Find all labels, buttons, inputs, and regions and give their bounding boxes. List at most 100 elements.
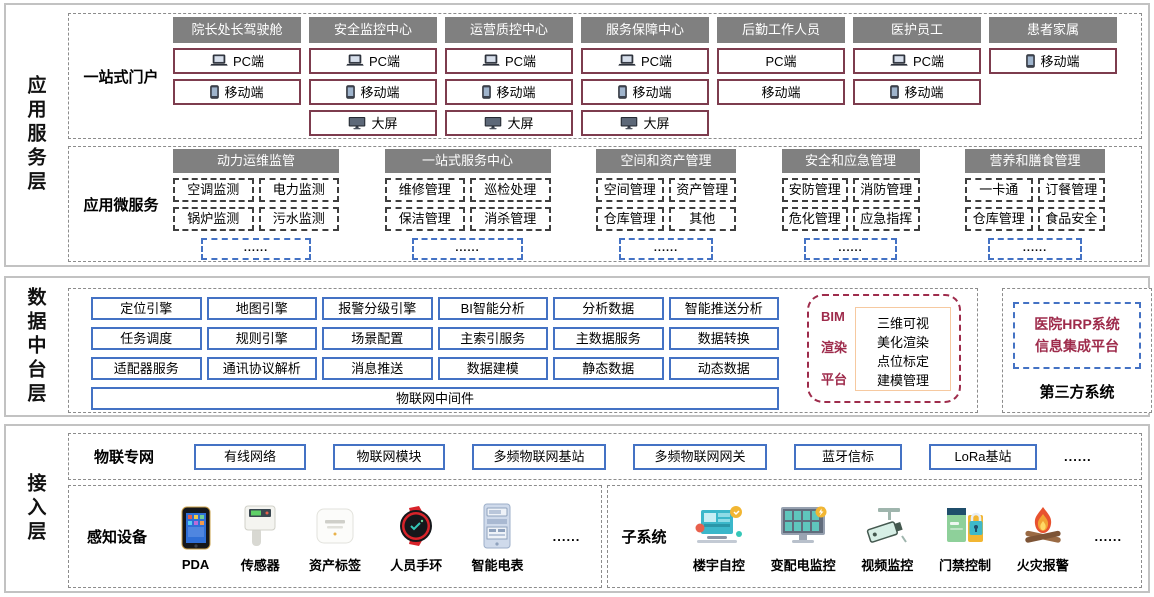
device-label: PDA <box>181 556 210 572</box>
portal-endpoint-label: 移动端 <box>1040 54 1080 69</box>
third-party-system-label: 第三方系统 <box>1039 383 1115 401</box>
portal-endpoint-label: 移动端 <box>360 85 400 100</box>
portal-endpoint-box: 移动端 <box>445 78 573 105</box>
portal-column-title: 服务保障中心 <box>581 16 709 43</box>
portal-endpoint-label: 大屏 <box>371 116 398 131</box>
portal-endpoint-label: PC端 <box>912 54 945 69</box>
portal-column-title: 安全监控中心 <box>309 16 437 43</box>
phone-icon <box>482 84 492 99</box>
portal-column: 医护员工 PC端移动端 <box>853 16 981 105</box>
network-item-box: 物联网模块 <box>333 443 445 470</box>
phone-icon <box>210 84 220 99</box>
phone-icon <box>618 84 628 99</box>
network-item-box: 多频物联网网关 <box>633 443 767 470</box>
portal-endpoint-label: 大屏 <box>507 116 534 131</box>
portal-endpoint-box: 移动端 <box>581 78 709 105</box>
bim-platform-items: 三维可视美化渲染点位标定建模管理 <box>855 306 951 391</box>
sensor-icon <box>242 500 278 552</box>
portal-column: 患者家属移动端 <box>989 16 1117 74</box>
device-label: 智能电表 <box>471 557 524 573</box>
data-service-box: 动态数据 <box>668 357 779 380</box>
data-service-box: 消息推送 <box>322 357 433 380</box>
application-microservices-label: 应用微服务 <box>83 196 159 214</box>
portal-endpoint-box: 移动端 <box>989 47 1117 74</box>
portal-endpoint-label: 移动端 <box>761 85 801 100</box>
hospital-hrp-integration-box: 医院HRP系统信息集成平台 <box>1013 302 1141 369</box>
ellipsis-box: ...... <box>412 237 523 260</box>
device-item: 楼宇自控 <box>693 500 745 574</box>
data-service-box: 定位引擎 <box>91 297 202 320</box>
hrp-system-line: 信息集成平台 <box>1035 338 1119 355</box>
portal-column-title: 医护员工 <box>853 16 981 43</box>
data-service-box: BI智能分析 <box>437 297 548 320</box>
microservice-item-grid: 空间管理资产管理仓库管理其他 <box>596 177 736 231</box>
portal-endpoint-box: PC端 <box>717 47 845 74</box>
microservice-item: 维修管理 <box>384 177 465 202</box>
portal-endpoint-label: 移动端 <box>904 85 944 100</box>
portal-endpoint-box: PC端 <box>581 47 709 74</box>
microservice-item: 消杀管理 <box>470 206 551 231</box>
data-service-box: 智能推送分析 <box>668 297 779 320</box>
device-label: 楼宇自控 <box>692 557 745 573</box>
bim-item: 三维可视 <box>877 315 930 331</box>
microservice-item-grid: 安防管理消防管理危化管理应急指挥 <box>781 177 920 231</box>
cctv-camera-icon <box>862 500 912 552</box>
application-microservices-panel: 应用微服务 动力运维监管空调监测电力监测锅炉监测污水监测......一站式服务中… <box>68 146 1142 262</box>
data-service-box: 适配器服务 <box>91 357 202 380</box>
microservice-groups: 动力运维监管空调监测电力监测锅炉监测污水监测......一站式服务中心维修管理巡… <box>173 148 1141 260</box>
data-service-box: 地图引擎 <box>206 297 317 320</box>
power-distribution-icon <box>777 500 829 552</box>
phone-icon <box>346 84 356 99</box>
portal-column: 服务保障中心 PC端移动端大屏 <box>581 16 709 136</box>
bim-item: 美化渲染 <box>877 334 930 350</box>
device-item: 视频监控 <box>861 500 913 574</box>
data-service-box: 任务调度 <box>91 327 202 350</box>
portal-endpoint-label: PC端 <box>232 54 265 69</box>
device-label: 门禁控制 <box>939 557 992 573</box>
portal-endpoint-box: 移动端 <box>853 78 981 105</box>
one-stop-portal-label: 一站式门户 <box>83 68 159 86</box>
portal-column: 安全监控中心 PC端移动端大屏 <box>309 16 437 136</box>
iot-middleware-box: 物联网中间件 <box>91 387 779 410</box>
subsystems-panel: 子系统 楼宇自控变配电监控视频监控门禁控制火灾报警...... <box>607 485 1142 588</box>
portal-endpoint-label: PC端 <box>368 54 401 69</box>
data-service-box: 报警分级引擎 <box>322 297 433 320</box>
network-item-box: 有线网络 <box>194 443 306 470</box>
microservice-item: 资产管理 <box>668 177 736 202</box>
device-item: 传感器 <box>241 500 280 574</box>
device-item: 变配电监控 <box>771 500 836 574</box>
network-item-box: 蓝牙信标 <box>794 443 902 470</box>
data-service-box: 数据转换 <box>668 327 779 350</box>
device-item: 人员手环 <box>390 500 442 574</box>
portal-column-title: 院长处长驾驶舱 <box>173 16 301 43</box>
access-layer-label: 接入层 <box>24 472 46 545</box>
microservice-item: 空间管理 <box>596 177 664 202</box>
microservice-item-grid: 一卡通订餐管理仓库管理食品安全 <box>965 177 1105 231</box>
laptop-icon <box>890 54 908 67</box>
bim-title-line: 平台 <box>821 372 848 387</box>
laptop-icon <box>618 54 636 67</box>
device-label: 视频监控 <box>861 557 914 573</box>
pda-icon <box>180 502 212 554</box>
microservice-group-title: 动力运维监管 <box>173 148 339 173</box>
data-service-box: 主数据服务 <box>553 327 664 350</box>
smart-meter-icon <box>481 500 513 552</box>
portal-endpoint-box: PC端 <box>173 47 301 74</box>
data-service-box: 主索引服务 <box>437 327 548 350</box>
application-service-layer-label: 应用服务层 <box>24 75 46 195</box>
bim-item: 点位标定 <box>877 353 930 369</box>
microservice-item: 锅炉监测 <box>173 206 254 231</box>
ellipsis-box: ...... <box>619 237 713 260</box>
portal-endpoint-label: 大屏 <box>643 116 670 131</box>
portal-endpoint-box: PC端 <box>309 47 437 74</box>
microservice-group-title: 一站式服务中心 <box>384 148 551 173</box>
phone-icon <box>890 84 900 99</box>
portal-endpoint-label: PC端 <box>765 54 797 69</box>
